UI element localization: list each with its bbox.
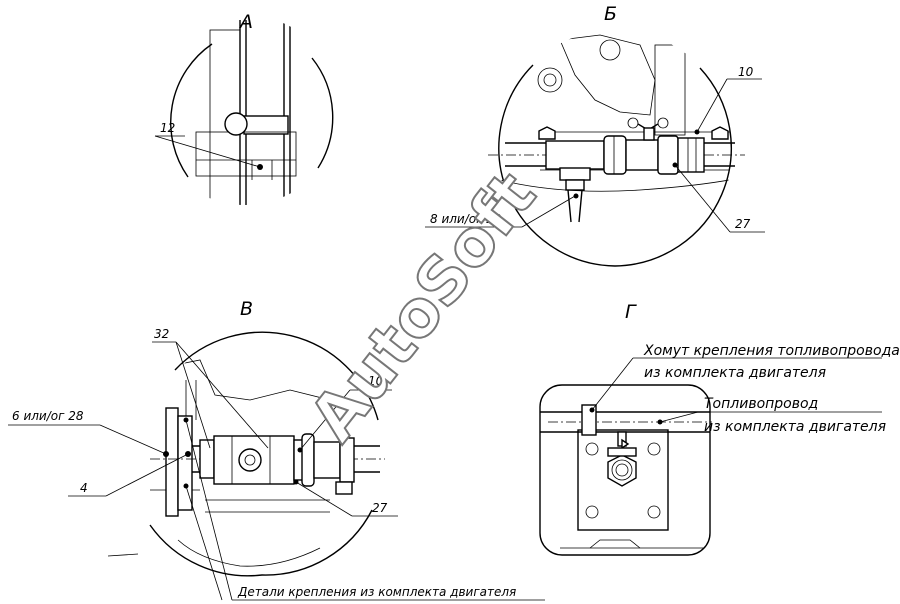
view-b-callout-27: 27 [735, 217, 751, 231]
view-v-note-left-bottom: 4 [80, 481, 88, 495]
view-b-leader-note [521, 195, 576, 228]
view-g-clamp-line1: Хомут крепления топливопровода [643, 343, 900, 359]
view-v-nut-hex [301, 433, 315, 487]
view-g: Г Хомут крепления топливопровода из комп… [539, 301, 900, 556]
view-b-letter: Б [604, 3, 617, 25]
view-v-leader-fixing-a [185, 419, 233, 601]
view-a: А 12 [154, 11, 334, 205]
view-g-leader-clamp [591, 357, 634, 411]
view-v-leader-32a [175, 341, 269, 449]
view-g-pipe-line2: из комплекта двигателя [704, 419, 886, 435]
view-v-leader-6 [99, 424, 167, 455]
callout-12: 12 [160, 121, 175, 135]
view-a-boundary-left [170, 43, 213, 178]
view-b-tee-nut [565, 179, 585, 191]
view-v-fitting [313, 441, 341, 479]
view-b-note-left: 8 или/ог 29 [430, 212, 502, 226]
view-b-valve-nut-left [603, 135, 627, 175]
view-v-boundary-top [174, 331, 379, 421]
view-v-detail [150, 359, 341, 567]
view-v-callout-27: 27 [372, 501, 388, 515]
view-b-boundary [498, 64, 732, 267]
view-g-valve-collar [607, 447, 637, 457]
view-a-bolt-head [224, 112, 248, 136]
view-b-leader-10 [696, 78, 728, 133]
view-v-bolt [335, 481, 353, 495]
view-g-pipe-line1: Топливопровод [704, 396, 818, 412]
view-b-bolt-left [538, 126, 556, 140]
view-v-letter: В [240, 298, 253, 320]
view-v-nut-left [199, 439, 215, 479]
view-v-valve-stem [238, 448, 262, 472]
view-b-tee [545, 140, 605, 170]
view-b-valve-nut-mid [657, 135, 679, 175]
view-b-drain-tube-left [567, 189, 572, 223]
view-b: Б [425, 3, 765, 267]
view-b-valve-nut-right [677, 137, 705, 173]
view-v-leader-27 [295, 481, 353, 517]
view-v-leader-10 [299, 389, 351, 451]
view-v-callout-32: 32 [154, 327, 169, 341]
watermark: AutoSoft [296, 159, 550, 455]
view-v-note-left-top: 6 или/ог 28 [12, 409, 84, 423]
view-v-gasket [177, 415, 193, 511]
view-g-letter: Г [625, 301, 637, 323]
view-a-boundary-right [311, 57, 334, 169]
view-v-callout-10: 10 [368, 374, 384, 388]
view-v-leader-fixing-b [185, 485, 223, 601]
view-v-stub-line [107, 553, 139, 557]
view-v-bottom-note: Детали крепления из комплекта двигателя [237, 585, 516, 599]
view-v-leader-4 [105, 453, 189, 497]
view-v-boundary-bottom [149, 509, 373, 577]
view-g-clamp [581, 404, 597, 436]
view-b-drain-tube-right [578, 189, 583, 223]
view-g-boundary [539, 384, 711, 556]
view-g-clamp-line2: из комплекта двигателя [644, 365, 826, 381]
view-v: В [8, 298, 545, 601]
view-b-bolt-right [711, 126, 729, 140]
view-a-leader-12 [154, 135, 261, 168]
view-g-leader-pipe [659, 411, 699, 423]
view-v-valve-body [213, 435, 295, 485]
view-b-tee-outlet [559, 167, 591, 181]
view-a-detail [195, 20, 297, 205]
view-b-callout-10: 10 [738, 65, 754, 79]
view-b-leader-27 [674, 164, 731, 233]
view-v-leader-32b [175, 341, 211, 449]
view-b-valve-body [625, 139, 659, 171]
